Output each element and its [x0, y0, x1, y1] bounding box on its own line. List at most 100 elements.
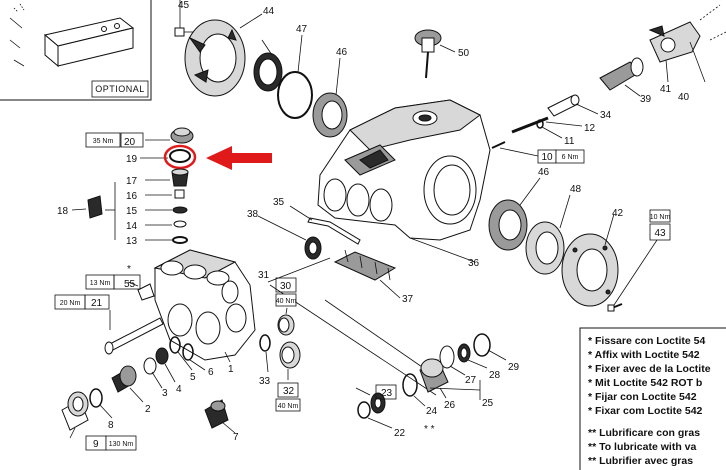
note-2: * Affix with Loctite 542 [588, 349, 700, 361]
optional-label: OPTIONAL [95, 84, 145, 94]
part-23-seal: 23 [355, 384, 397, 414]
mark-star-22: * * [424, 424, 435, 435]
callout-28: 28 [489, 370, 501, 381]
callout-41: 41 [660, 84, 672, 95]
part-18-plug: 18 [57, 195, 103, 219]
callout-10: 10 [541, 152, 553, 163]
callout-6: 6 [208, 367, 214, 378]
part-11-ring: 11 [536, 119, 575, 147]
callout-11: 11 [564, 136, 575, 147]
callout-15: 15 [126, 206, 138, 217]
note-8: ** To lubricate with va [588, 441, 696, 453]
note-1: * Fissare con Loctite 54 [588, 335, 705, 347]
mark-star-22-text: * * [424, 424, 435, 435]
callout-1: 1 [228, 364, 234, 375]
note-4: * Mit Loctite 542 ROT b [588, 377, 702, 389]
torque-9: 130 Nm [109, 441, 134, 448]
part-35-strip: 35 [273, 197, 361, 245]
callout-25: 25 [482, 398, 494, 409]
part-21-bolt: 20 Nm 21 [54, 294, 164, 355]
part-8-ring: 8 [89, 388, 114, 431]
callout-33: 33 [259, 376, 271, 387]
callout-13: 13 [126, 236, 138, 247]
note-5: * Fijar con Loctite 542 [588, 391, 697, 403]
callout-20: 20 [124, 137, 136, 148]
callout-45: 45 [178, 0, 190, 11]
callout-44: 44 [263, 6, 275, 17]
callout-32: 32 [283, 386, 295, 397]
note-3: * Fixer avec de la Loctite [588, 363, 711, 375]
callout-12: 12 [584, 123, 596, 134]
callout-39: 39 [640, 94, 652, 105]
optional-box: OPTIONAL [0, 0, 152, 101]
mark-star-55: * [127, 264, 131, 275]
part-55-screw: 13 Nm 55 * [85, 264, 155, 301]
torque-55: 13 Nm [90, 280, 111, 287]
callout-29: 29 [508, 362, 520, 373]
callout-9: 9 [93, 439, 99, 450]
callout-22: 22 [394, 428, 406, 439]
notes-box: * Fissare con Loctite 54 * Affix with Lo… [579, 327, 726, 470]
callout-55: 55 [124, 279, 136, 290]
part-25-bracket: 25 [429, 380, 494, 409]
part-12-rod: 12 [511, 116, 596, 134]
callout-16: 16 [126, 191, 138, 202]
torque-20: 35 Nm [93, 138, 114, 145]
part-29-washer: 29 [473, 333, 520, 373]
part-5-oring: 5 [169, 336, 196, 383]
callout-38: 38 [247, 209, 259, 220]
callout-21: 21 [91, 298, 103, 309]
part-28-ring: 28 [457, 343, 501, 381]
callout-26: 26 [444, 400, 456, 411]
part-3-valve: 3 [143, 357, 168, 399]
callout-34: 34 [600, 110, 612, 121]
part-30-plug: 30 40 Nm [275, 277, 297, 336]
callout-5: 5 [190, 372, 196, 383]
part-38-seal: 38 [247, 209, 322, 260]
part-40-41-bracket: 41 40 [648, 4, 726, 103]
part-45-seal [253, 39, 283, 92]
callout-27: 27 [465, 375, 477, 386]
part-33-oring: 33 [259, 334, 271, 387]
part-10-bolt: 10 6 Nm [491, 141, 585, 164]
part-37-plate: 37 [333, 249, 414, 305]
part-48-seal: 48 [525, 184, 582, 275]
part-47-oring: 47 [277, 24, 313, 119]
highlight-arrow [206, 146, 272, 170]
part-50-dipstick: 50 [414, 29, 470, 79]
note-6: * Fixar com Loctite 542 [588, 405, 703, 417]
callout-48: 48 [570, 184, 582, 195]
callout-7: 7 [233, 432, 239, 443]
callout-40: 40 [678, 92, 690, 103]
callout-2: 2 [145, 404, 151, 415]
torque-30: 40 Nm [276, 298, 297, 305]
callout-30: 30 [280, 281, 292, 292]
callout-47: 47 [296, 24, 308, 35]
part-34-pin: 34 [547, 94, 612, 121]
callout-46a: 46 [336, 47, 348, 58]
callout-19: 19 [126, 154, 138, 165]
part-27-seal: 27 [439, 345, 477, 386]
part-42-cover: 42 [561, 208, 624, 307]
callout-18: 18 [57, 206, 69, 217]
part-19-oring: 19 [126, 149, 191, 165]
part-13-17-valve-stack: 17 16 15 14 13 [105, 168, 189, 247]
torque-32: 40 Nm [278, 403, 299, 410]
part-22-ring: 22 [357, 401, 406, 439]
note-7: ** Lubrificare con gras [588, 427, 700, 439]
highlight-circle [163, 144, 197, 170]
callout-31: 31 [258, 270, 270, 281]
callout-36: 36 [468, 258, 480, 269]
callout-17: 17 [126, 176, 138, 187]
part-32-plug: 32 40 Nm [275, 341, 301, 412]
callout-23: 23 [381, 388, 393, 399]
part-44-flange: 44 [184, 6, 275, 97]
torque-43: 10 Nm [650, 214, 671, 221]
callout-24: 24 [426, 406, 438, 417]
part-39-shaft: 39 [599, 57, 652, 105]
callout-46b: 46 [538, 167, 550, 178]
callout-42: 42 [612, 208, 624, 219]
torque-21: 20 Nm [60, 300, 81, 307]
torque-10: 6 Nm [562, 154, 579, 161]
